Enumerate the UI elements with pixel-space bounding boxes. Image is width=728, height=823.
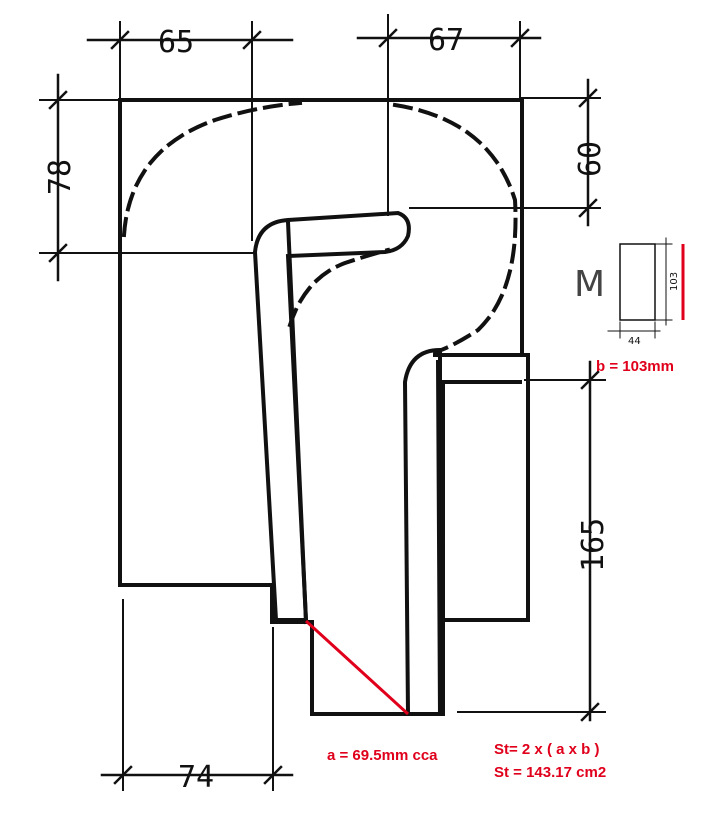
dim-bottom: 74	[178, 760, 214, 795]
tick	[580, 370, 600, 390]
dim-right-upper: 60	[573, 141, 608, 177]
dim-left: 78	[43, 159, 78, 195]
left-arm-bar	[252, 210, 411, 622]
profile-rect	[619, 243, 656, 321]
tick	[510, 28, 530, 48]
body-step	[441, 380, 522, 622]
dim-right-lower: 165	[576, 518, 611, 572]
dashed-contour-inner	[287, 247, 391, 328]
tick	[378, 28, 398, 48]
body-outline	[118, 98, 530, 716]
tick	[110, 30, 130, 50]
tick	[263, 765, 283, 785]
dim-top-right: 67	[428, 23, 464, 58]
tick	[242, 30, 262, 50]
dim-top-left: 65	[158, 25, 194, 60]
dashed-contour-right	[392, 102, 518, 355]
measure-line-a	[304, 619, 410, 716]
annotation-a: a = 69.5mm cca	[327, 747, 438, 764]
right-arm-bar	[402, 347, 442, 716]
dashed-contour-left	[121, 100, 303, 238]
tick	[580, 702, 600, 722]
tick	[48, 243, 68, 263]
tick	[578, 88, 598, 108]
left-arm-edge	[285, 219, 309, 625]
tick	[113, 765, 133, 785]
annotation-b: b = 103mm	[596, 358, 674, 375]
profile-letter: M	[574, 264, 605, 305]
annotation-formula: St= 2 x ( a x b )	[494, 741, 599, 758]
tick	[48, 90, 68, 110]
profile-height: 103	[669, 272, 680, 291]
right-arm-edge	[435, 359, 443, 717]
annotation-result: St = 143.17 cm2	[494, 764, 606, 781]
tick	[578, 198, 598, 218]
profile-width: 44	[628, 336, 641, 347]
